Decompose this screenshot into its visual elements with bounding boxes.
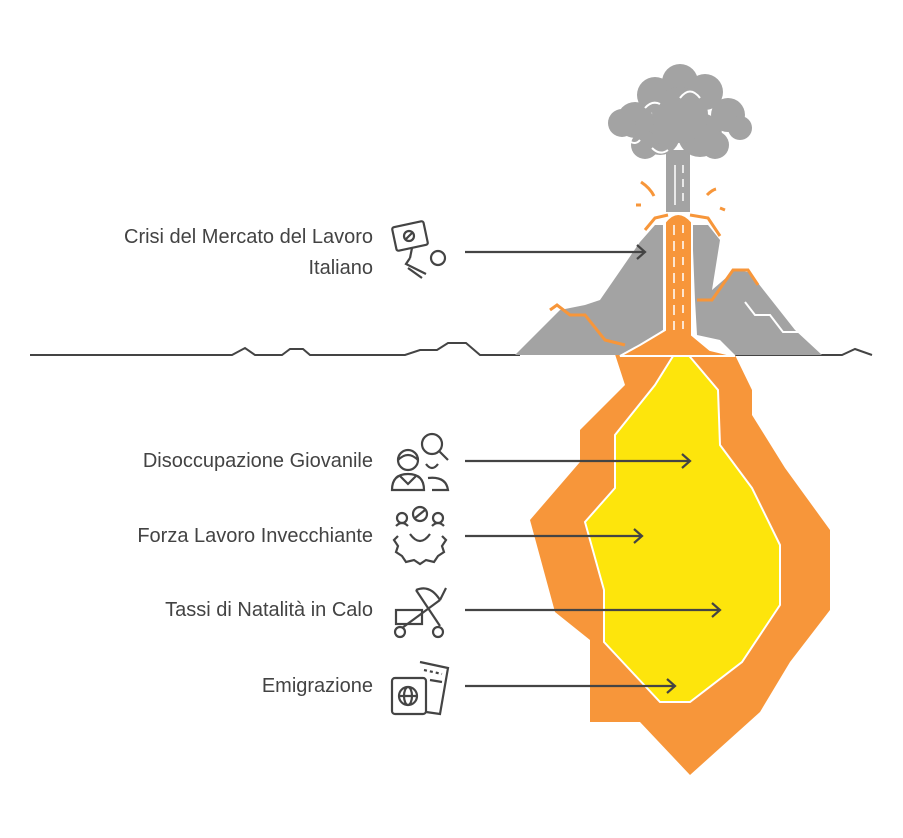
passport-ticket-icon	[390, 660, 450, 716]
lava-flow-left	[549, 303, 626, 347]
lava-splash	[636, 180, 726, 212]
mountain-left	[515, 225, 663, 355]
label-crisi: Crisi del Mercato del Lavoro Italiano	[124, 222, 373, 284]
ground-line-left	[30, 342, 520, 356]
workforce-gear-icon	[392, 505, 448, 566]
label-crisi-line1: Crisi del Mercato del Lavoro	[124, 226, 373, 248]
label-emigrazione: Emigrazione	[261, 675, 373, 697]
people-search-icon	[390, 432, 450, 492]
lava-conduit	[619, 213, 736, 357]
arrows	[465, 244, 722, 694]
protest-sign-icon	[391, 220, 447, 279]
stroller-icon	[393, 587, 447, 639]
lava-rim	[643, 213, 722, 237]
mountain-ridge	[744, 301, 805, 333]
mountain-right	[692, 225, 822, 355]
label-disoccupazione: Disoccupazione Giovanile	[142, 450, 373, 472]
label-crisi-line2: Italiano	[308, 257, 374, 279]
label-natalita: Tassi di Natalità in Calo	[165, 599, 373, 621]
smoke-column	[666, 150, 690, 212]
lava-flow-right	[697, 268, 760, 302]
smoke-cloud	[608, 64, 752, 159]
label-forza-lavoro: Forza Lavoro Invecchiante	[137, 525, 373, 547]
